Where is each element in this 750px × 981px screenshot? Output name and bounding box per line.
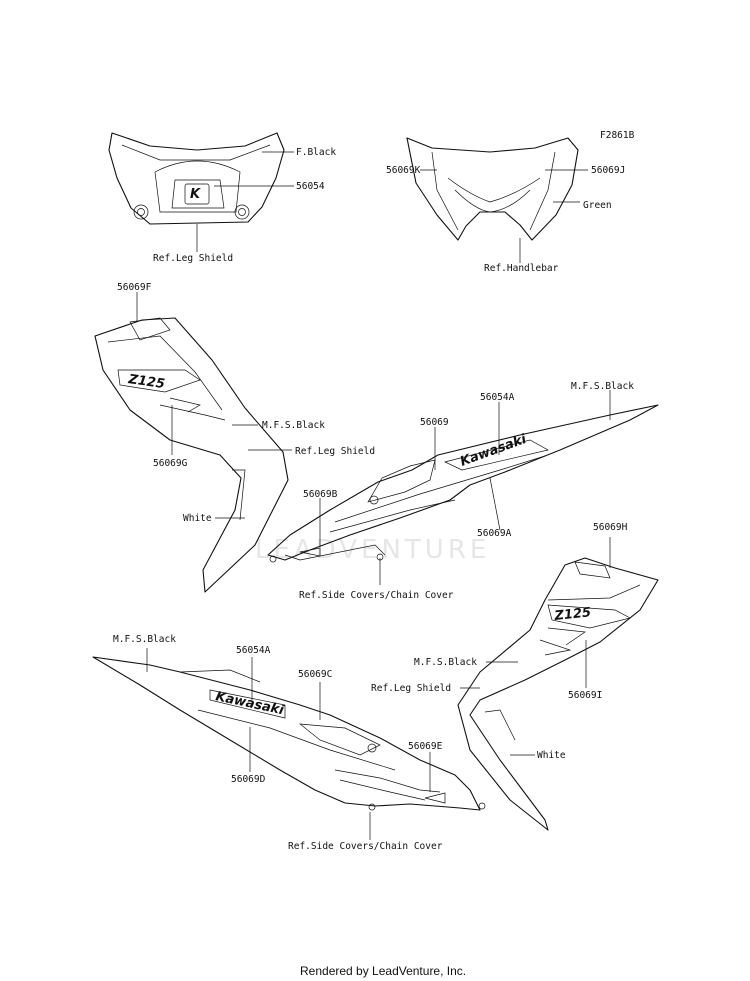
label-56054A-bottom[interactable]: 56054A — [236, 645, 271, 656]
label-56069H[interactable]: 56069H — [593, 522, 628, 533]
diagram-code: F2861B — [600, 130, 635, 141]
label-f-black: F.Black — [296, 147, 336, 158]
label-56069E[interactable]: 56069E — [408, 741, 443, 752]
label-56069C[interactable]: 56069C — [298, 669, 332, 680]
handlebar-cover-drawing — [406, 137, 579, 241]
left-leg-shield-drawing: Z125 — [94, 317, 289, 593]
label-ref-leg-shield-right: Ref.Leg Shield — [371, 683, 451, 694]
label-mfs-black-upper-right: M.F.S.Black — [571, 381, 634, 392]
label-56069[interactable]: 56069 — [420, 417, 449, 428]
label-56069D[interactable]: 56069D — [231, 774, 266, 785]
label-green: Green — [583, 200, 612, 211]
label-ref-side-covers-bottom: Ref.Side Covers/Chain Cover — [288, 841, 443, 852]
footer-credit: Rendered by LeadVenture, Inc. — [300, 964, 466, 978]
label-ref-leg-shield-left: Ref.Leg Shield — [295, 446, 375, 457]
model-decal-right: Z125 — [553, 605, 592, 624]
label-56069J[interactable]: 56069J — [591, 165, 625, 176]
model-decal-left: Z125 — [126, 372, 165, 392]
label-56069B[interactable]: 56069B — [303, 489, 338, 500]
label-mfs-black-left: M.F.S.Black — [262, 420, 325, 431]
label-white-right: White — [537, 750, 566, 761]
label-56069G[interactable]: 56069G — [153, 458, 188, 469]
label-56054A-top[interactable]: 56054A — [480, 392, 515, 403]
front-cowl-drawing: K — [108, 132, 285, 240]
k-badge-text: K — [190, 187, 201, 202]
label-56069K[interactable]: 56069K — [386, 165, 421, 176]
label-ref-handlebar: Ref.Handlebar — [484, 263, 559, 274]
label-ref-leg-shield-top: Ref.Leg Shield — [153, 253, 233, 264]
label-56054[interactable]: 56054 — [296, 181, 325, 192]
watermark-text: LEADVENTURE — [255, 535, 490, 565]
label-mfs-black-right: M.F.S.Black — [414, 657, 477, 668]
kawasaki-decal-lower: Kawasaki — [214, 689, 285, 718]
left-side-cover-drawing: Kawasaki — [92, 656, 486, 811]
label-56069A[interactable]: 56069A — [477, 528, 512, 539]
label-56069I[interactable]: 56069I — [568, 690, 602, 701]
label-mfs-black-lower-left: M.F.S.Black — [113, 634, 176, 645]
label-white-left: White — [183, 513, 212, 524]
label-ref-side-covers-top: Ref.Side Covers/Chain Cover — [299, 590, 454, 601]
right-leg-shield-drawing: Z125 — [457, 557, 659, 831]
label-56069F[interactable]: 56069F — [117, 282, 152, 293]
